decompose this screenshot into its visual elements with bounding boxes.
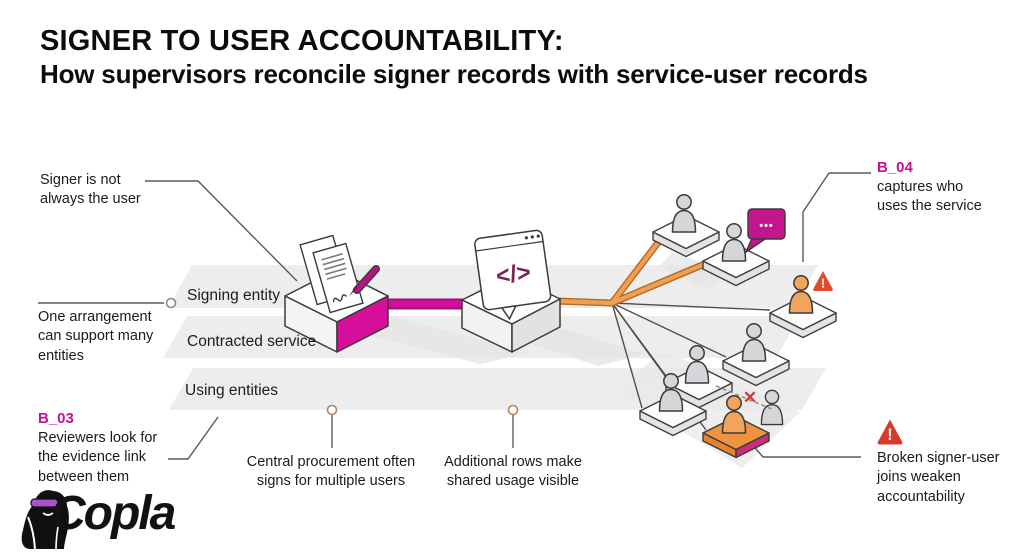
- anchor-dot-one-arrangement: [165, 297, 177, 309]
- gorilla-logo-icon: [21, 490, 69, 550]
- callout-line-b04: [802, 172, 871, 262]
- chat-bubble-icon: •••: [744, 208, 786, 254]
- user-icon: [721, 223, 747, 262]
- broken-join-user-platform: [702, 395, 770, 459]
- broken-link-icon: ✕: [715, 385, 775, 411]
- anchor-dot-additional: [507, 404, 519, 416]
- callout-line-b03: [168, 416, 219, 460]
- svg-text:!: !: [821, 276, 825, 291]
- annotation-broken-joins: Broken signer-user joins weaken accounta…: [877, 450, 1000, 505]
- annotation-b04-text: captures who uses the service: [877, 179, 982, 215]
- callout-lines: [38, 172, 871, 460]
- page-subtitle: How supervisors reconcile signer records…: [40, 59, 868, 89]
- service-link-lines: [552, 236, 711, 307]
- annotation-b04-code: B_04: [877, 159, 913, 176]
- service-users: ••• !: [639, 194, 837, 459]
- annotation-signer-not-user: Signer is not always the user: [40, 172, 141, 208]
- anchor-dot-central: [326, 404, 338, 416]
- svg-text:!: !: [887, 426, 892, 444]
- svg-text:✕: ✕: [743, 388, 757, 407]
- annotation-additional-rows: Additional rows make shared usage visibl…: [444, 454, 582, 490]
- page-title: SIGNER TO USER ACCOUNTABILITY:: [40, 25, 564, 57]
- pen-icon: [349, 265, 380, 297]
- user-icon: [671, 194, 697, 233]
- warning-icon: !: [813, 271, 833, 291]
- lane-label-contracted-service: Contracted service: [187, 333, 317, 350]
- code-icon: </>: [494, 259, 532, 291]
- window-dots-icon: [524, 234, 540, 240]
- signature-squiggle: [332, 294, 347, 303]
- lane-label-using-entities: Using entities: [185, 382, 279, 399]
- logo-wordmark: Copla: [51, 487, 176, 540]
- ellipsis-dots: •••: [759, 220, 774, 232]
- warning-icon: !: [877, 419, 903, 445]
- annotation-one-arrangement: One arrangement can support many entitie…: [38, 309, 154, 364]
- annotation-b03-text: Reviewers look for the evidence link bet…: [38, 430, 158, 485]
- lane-label-signing-entity: Signing entity: [187, 287, 281, 304]
- callout-line-signer: [145, 180, 298, 282]
- annotation-central-procurement: Central procurement often signs for mult…: [246, 454, 416, 490]
- annotation-b03-code: B_03: [38, 410, 74, 427]
- user-platform: [652, 194, 720, 258]
- user-connector-lines: [611, 302, 771, 431]
- service-window-icon: </>: [461, 229, 561, 353]
- flagged-user-platform: !: [769, 271, 837, 339]
- contract-document-icon: [284, 234, 389, 353]
